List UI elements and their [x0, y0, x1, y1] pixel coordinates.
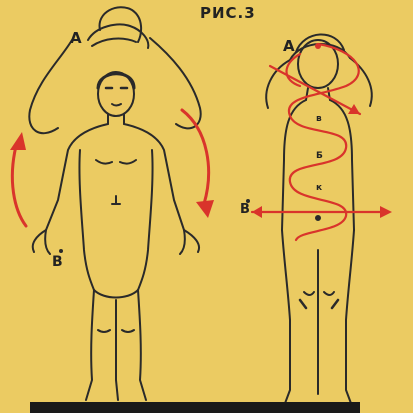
spine-label-lower: к [316, 183, 322, 193]
marker-dot-left [59, 249, 63, 253]
label-a-left: А [70, 31, 82, 46]
caption-bar [30, 402, 360, 413]
label-b-left: В [52, 255, 63, 269]
spine-label-upper: в [316, 114, 322, 124]
figure-title: РИС.3 [200, 6, 256, 21]
label-a-right: А [283, 39, 295, 54]
spine-label-middle: Б [316, 151, 323, 161]
label-b-right: В [240, 203, 250, 216]
